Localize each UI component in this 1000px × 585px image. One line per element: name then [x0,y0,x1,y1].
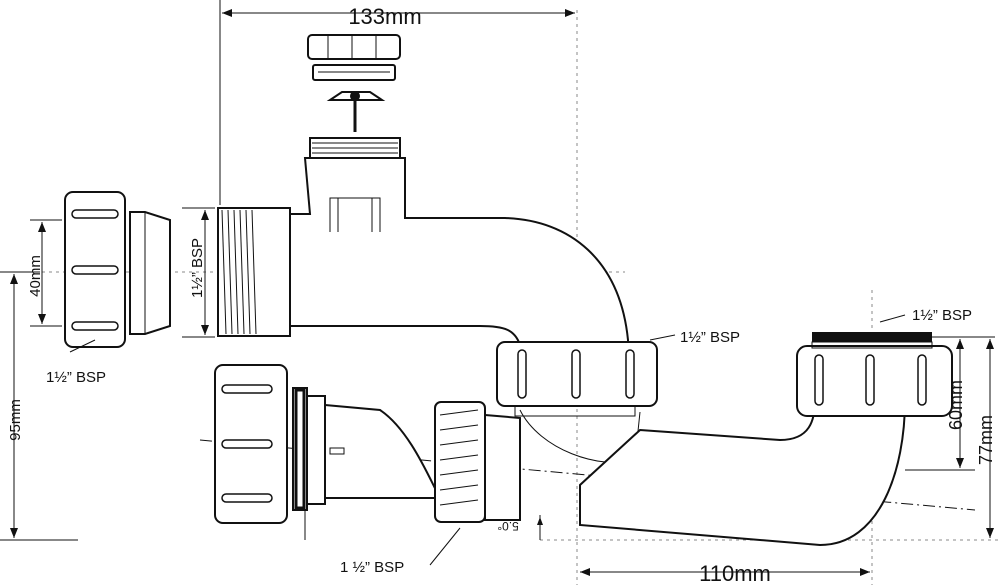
leader-bottom-bsp: 1 ½” BSP [304,508,461,576]
dim-40-label: 40mm [27,255,44,297]
left-threaded-inlet [217,207,291,337]
dimension-95mm: 95mm [0,271,78,541]
dim-77-label: 77mm [976,415,996,465]
lower-left-nut [214,364,288,524]
dimension-inlet-bsp: 1½” BSP [182,207,215,338]
lower-washer [292,387,326,511]
lower-threaded-coupling [434,401,521,523]
middle-bsp-label: 1½” BSP [680,329,740,346]
dim-95-label: 95mm [7,399,24,441]
bottom-bsp-label: 1 ½” BSP [340,559,404,576]
top-nut [307,34,401,60]
angle-label: 5.0° [497,519,519,533]
trap-body [289,137,641,464]
dimension-110mm: 110mm [580,561,870,585]
sloped-pipe [324,403,442,499]
angle-annotation: 5.0° [497,515,543,540]
leader-middle-bsp: 1½” BSP [649,329,740,346]
inlet-vertical-bsp-label: 1½” BSP [189,238,206,298]
plug-grate [326,91,386,132]
dimension-133mm: 133mm [219,0,575,205]
top-washer [312,64,396,81]
dimension-40mm: 40mm [27,219,62,327]
leader-right-bsp: 1½” BSP [879,307,972,324]
left-thread-lines [221,209,257,335]
leader-left-bsp: 1½” BSP [46,339,106,386]
right-bsp-label: 1½” BSP [912,307,972,324]
right-outlet [579,332,953,547]
left-bsp-label: 1½” BSP [46,369,106,386]
left-washer [129,211,171,335]
vertical-thread [312,142,398,154]
left-nut [64,191,126,348]
dimension-right: 60mm 77mm [905,336,996,538]
dim-133-label: 133mm [348,4,421,29]
dim-110-label: 110mm [699,561,771,585]
middle-nut [496,341,658,417]
coupling-thread-lines [439,409,479,506]
